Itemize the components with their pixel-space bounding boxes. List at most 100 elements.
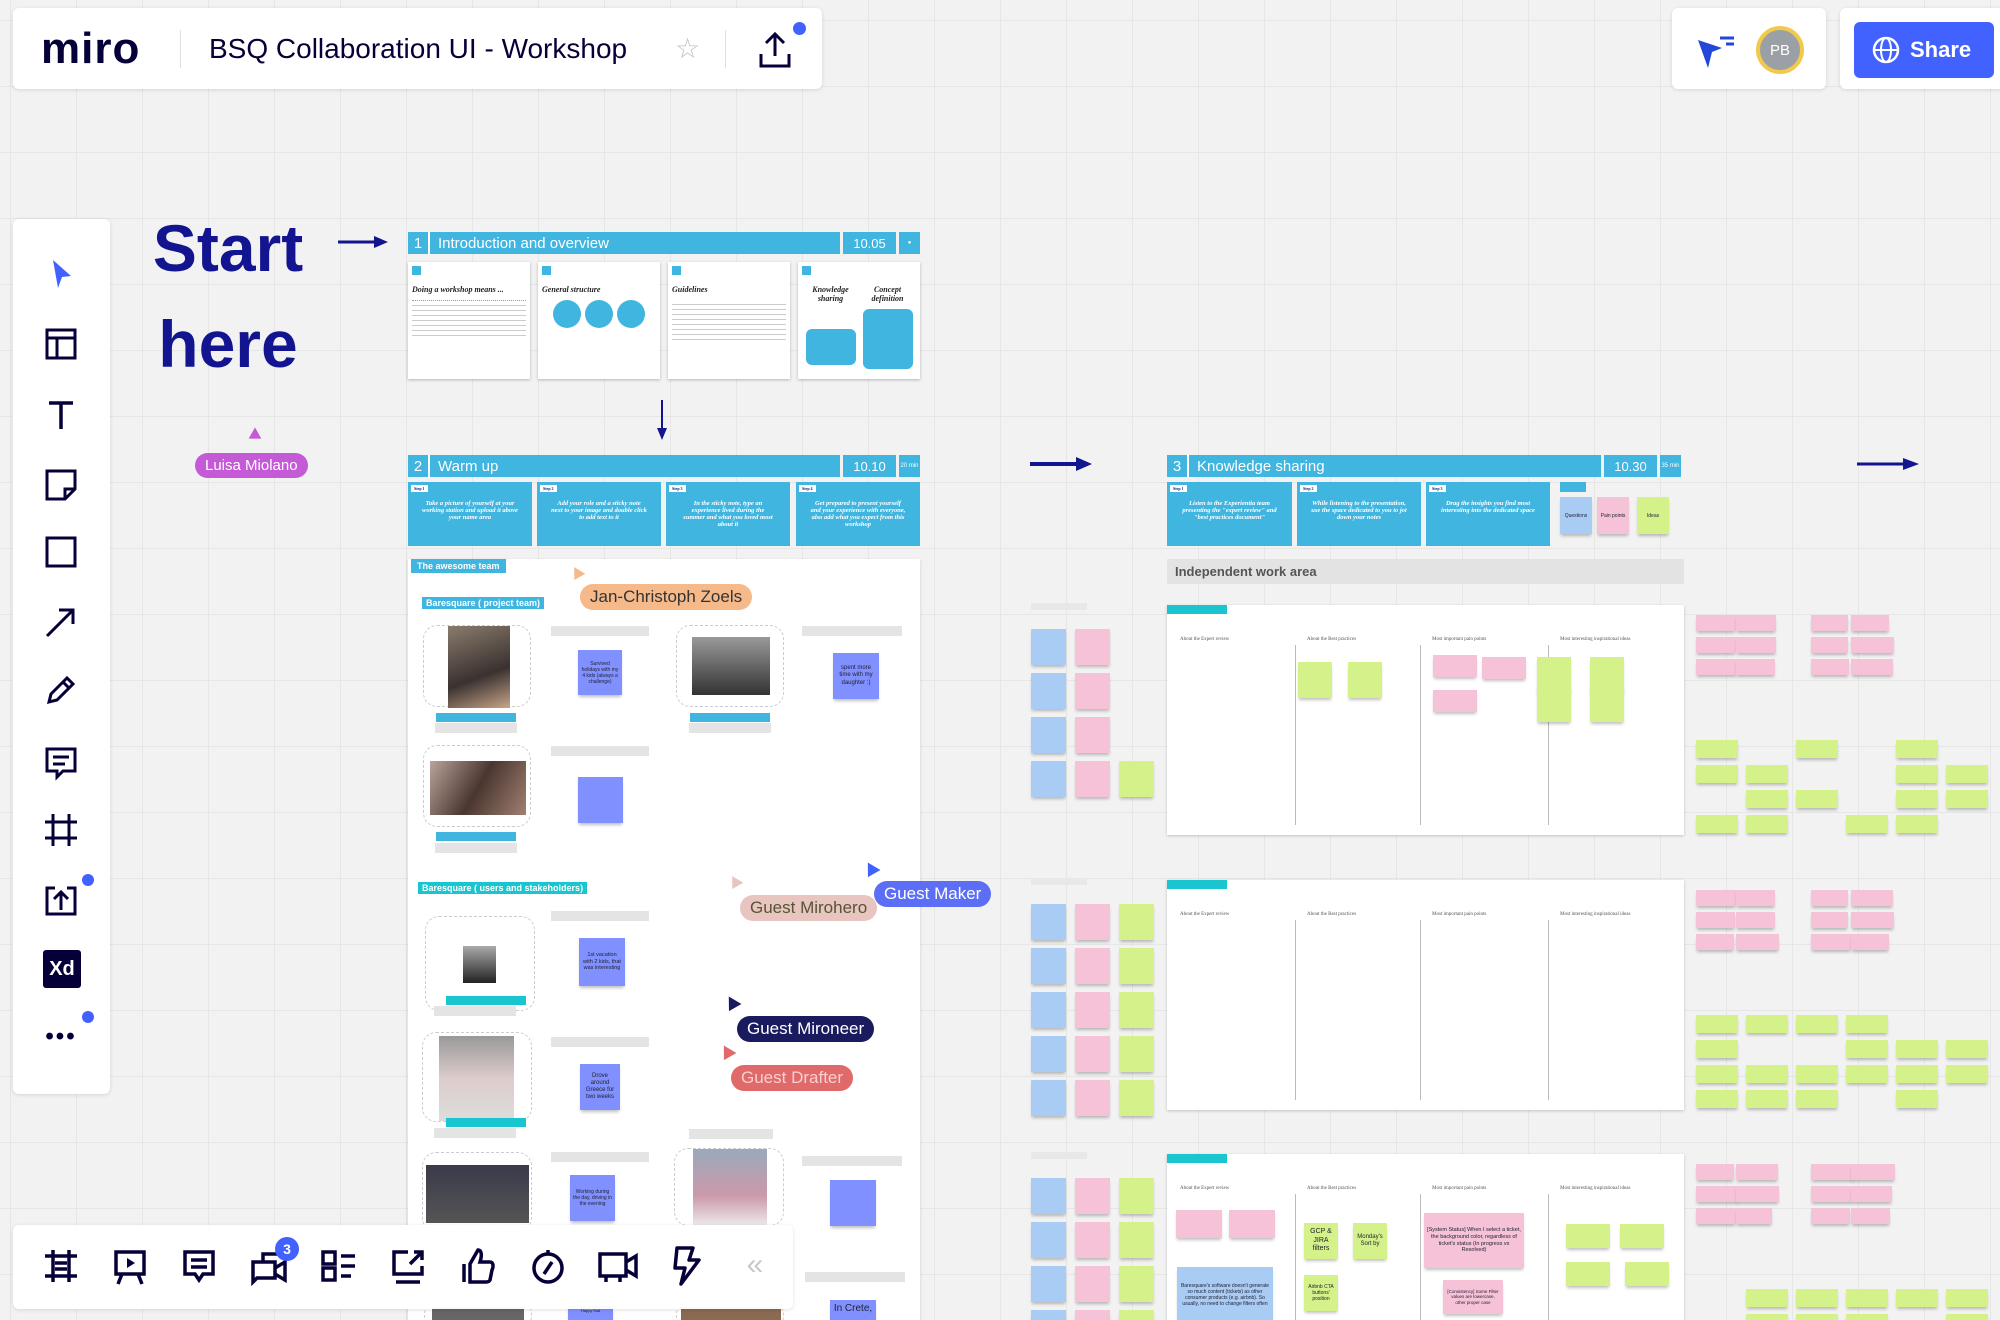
select-icon[interactable] xyxy=(41,254,81,294)
sticky-note[interactable] xyxy=(1696,659,1737,675)
sticky-note[interactable] xyxy=(1746,765,1788,783)
sticky-note[interactable] xyxy=(1846,1040,1888,1058)
comments-list-icon[interactable] xyxy=(179,1246,219,1286)
sticky-note[interactable] xyxy=(1119,1310,1154,1320)
text-icon[interactable] xyxy=(41,395,81,435)
sticky-note[interactable] xyxy=(1796,1015,1838,1033)
sticky-note[interactable] xyxy=(1031,1178,1066,1214)
sticky-note[interactable] xyxy=(1811,1164,1854,1180)
sticky-note[interactable] xyxy=(1119,1222,1154,1258)
sticky-note[interactable] xyxy=(1119,948,1154,984)
cursor-follow-icon[interactable] xyxy=(1696,36,1736,70)
sticky-note[interactable] xyxy=(1075,992,1110,1028)
sticky-note[interactable] xyxy=(1796,1090,1838,1108)
sticky-note[interactable]: Working during the day, driving in the e… xyxy=(570,1175,615,1221)
notes-board[interactable] xyxy=(1167,880,1684,1110)
sticky-note[interactable] xyxy=(1031,673,1066,709)
intro-card[interactable]: Guidelines xyxy=(668,262,790,379)
adobe-xd-icon[interactable]: Xd xyxy=(43,950,81,988)
sticky-note[interactable] xyxy=(1482,657,1526,679)
sticky-note[interactable] xyxy=(830,1180,876,1226)
sticky-note[interactable] xyxy=(1075,717,1110,753)
section-2-header[interactable]: 2 Warm up 10.10 20 min xyxy=(408,455,920,477)
share-button[interactable]: Share xyxy=(1854,22,1994,78)
sticky-note[interactable] xyxy=(1811,934,1851,950)
arrow-line-icon[interactable] xyxy=(41,602,81,642)
frames-icon[interactable] xyxy=(41,1246,81,1286)
sticky-note[interactable] xyxy=(1896,815,1938,833)
sticky-note[interactable] xyxy=(1851,659,1894,675)
sticky-note[interactable] xyxy=(1946,1065,1988,1083)
sticky-note[interactable] xyxy=(1736,1208,1773,1224)
sticky-note[interactable]: Drove around Greece for two weeks xyxy=(580,1064,620,1110)
sticky-note[interactable] xyxy=(1620,1224,1664,1248)
sticky-note[interactable] xyxy=(1736,934,1780,950)
sticky-note[interactable] xyxy=(1696,815,1738,833)
sticky-note[interactable]: Survived holidays with my 4 kids (always… xyxy=(578,650,622,695)
sticky-note[interactable] xyxy=(1031,629,1066,665)
sticky-note[interactable] xyxy=(1851,890,1894,906)
sticky-note[interactable] xyxy=(1348,662,1382,698)
sticky-note[interactable] xyxy=(1031,904,1066,940)
lightning-icon[interactable] xyxy=(667,1246,707,1286)
shape-icon[interactable] xyxy=(41,532,81,572)
sticky-note[interactable] xyxy=(1946,790,1988,808)
sticky-note[interactable] xyxy=(1433,655,1477,677)
sticky-note[interactable]: 1st vacation with 2 kids, that was inter… xyxy=(579,938,625,986)
sticky-note[interactable] xyxy=(1229,1210,1275,1238)
sticky-note[interactable] xyxy=(1031,948,1066,984)
sticky-note[interactable] xyxy=(1696,740,1738,758)
sticky-note[interactable] xyxy=(1896,1065,1938,1083)
sticky-note[interactable]: [System Status] When I select a ticket, … xyxy=(1424,1213,1524,1268)
miro-logo[interactable]: miro xyxy=(41,24,141,73)
sticky-note[interactable] xyxy=(1119,992,1154,1028)
sticky-note[interactable] xyxy=(1736,615,1777,631)
sticky-note[interactable] xyxy=(1811,659,1850,675)
sticky-note[interactable] xyxy=(1946,1314,1988,1320)
sticky-note[interactable] xyxy=(1075,948,1110,984)
pen-icon[interactable] xyxy=(41,670,81,710)
sticky-note[interactable] xyxy=(1851,1208,1890,1224)
sticky-note[interactable] xyxy=(1696,615,1736,631)
board-title[interactable]: BSQ Collaboration UI - Workshop xyxy=(209,33,628,64)
sticky-note[interactable] xyxy=(1896,1289,1938,1307)
sticky-note[interactable] xyxy=(1696,1164,1735,1180)
video-camera-icon[interactable] xyxy=(598,1246,638,1286)
sticky-note[interactable] xyxy=(1946,1289,1988,1307)
screen-share-icon[interactable] xyxy=(388,1246,428,1286)
sticky-note[interactable] xyxy=(1031,1036,1066,1072)
sticky-note[interactable] xyxy=(1696,1208,1737,1224)
sticky-note[interactable] xyxy=(1896,1090,1938,1108)
sticky-note[interactable] xyxy=(1796,790,1838,808)
sticky-note[interactable] xyxy=(1119,761,1154,797)
sticky-note[interactable] xyxy=(1119,1080,1154,1116)
sticky-note[interactable] xyxy=(1811,637,1848,653)
sticky-note[interactable] xyxy=(1119,904,1154,940)
member-photo[interactable] xyxy=(423,745,531,827)
sticky-note[interactable] xyxy=(1075,904,1110,940)
card-list-icon[interactable] xyxy=(319,1246,359,1286)
sticky-note[interactable] xyxy=(1851,615,1889,631)
sticky-note[interactable] xyxy=(1746,1289,1788,1307)
member-photo[interactable] xyxy=(676,625,784,707)
sticky-note[interactable] xyxy=(1031,1222,1066,1258)
sticky-note[interactable] xyxy=(1736,912,1775,928)
sticky-note[interactable]: GCP & JIRA filters xyxy=(1304,1223,1338,1259)
sticky-note[interactable] xyxy=(1796,1314,1838,1320)
sticky-note[interactable] xyxy=(1746,1065,1788,1083)
sticky-note[interactable] xyxy=(1746,1015,1788,1033)
sticky-note[interactable] xyxy=(1537,686,1571,722)
sticky-note[interactable] xyxy=(578,777,623,823)
export-icon[interactable] xyxy=(757,30,793,70)
sticky-note[interactable] xyxy=(1851,1164,1895,1180)
sticky-note[interactable] xyxy=(1075,1178,1110,1214)
sticky-note[interactable] xyxy=(1696,1065,1738,1083)
sticky-note[interactable] xyxy=(1031,992,1066,1028)
sticky-note[interactable]: Airbnb CTA buttons' position xyxy=(1304,1275,1338,1311)
sticky-note[interactable] xyxy=(1896,740,1938,758)
sticky-note[interactable] xyxy=(1696,1090,1738,1108)
